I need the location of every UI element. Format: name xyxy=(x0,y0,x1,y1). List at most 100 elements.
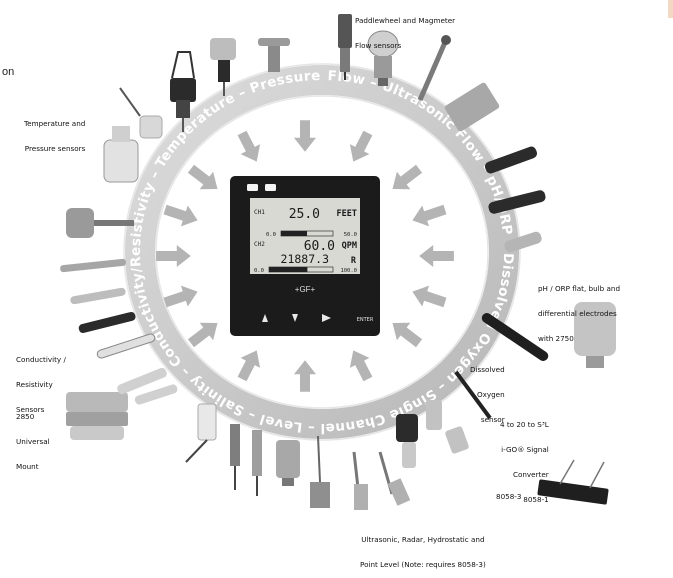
caption-line: Converter xyxy=(512,470,549,480)
caption-line: Pressure sensors xyxy=(24,144,86,154)
caption-line: Conductivity / xyxy=(16,354,66,364)
caption-line: Flow sensors xyxy=(355,41,402,51)
right-key-icon[interactable] xyxy=(322,314,331,322)
inward-arrow xyxy=(156,245,191,267)
caption-line: 8058-3 xyxy=(496,491,522,501)
inward-arrow xyxy=(349,350,373,382)
inward-arrow xyxy=(187,164,218,190)
flow-sensor-icon xyxy=(417,35,451,101)
temperature-sensor-icon xyxy=(119,87,163,139)
caption-line: Dissolved xyxy=(470,364,505,374)
inward-arrow xyxy=(349,130,373,162)
measurement-ring-inner-edge xyxy=(155,95,489,409)
measurement-ring xyxy=(125,65,519,439)
measurement-ring-outer-edge xyxy=(123,63,521,441)
ph-electrode-icon xyxy=(504,231,542,253)
caption-line: 4 to 20 to S³L xyxy=(500,419,549,429)
ch1-unit: FEET xyxy=(337,209,357,219)
ch2-label: CH2 xyxy=(254,241,265,248)
up-key-icon[interactable] xyxy=(262,314,268,322)
inward-arrow xyxy=(163,204,198,227)
converter-8058-3-caption: 8058-3 xyxy=(496,476,521,510)
caption-line: i-GO® Signal xyxy=(501,445,549,455)
inward-arrows xyxy=(156,120,454,392)
inward-arrow xyxy=(237,130,261,162)
flow-sensor-icon xyxy=(210,38,236,96)
ch2-total-unit: R xyxy=(351,256,357,266)
caption-line: 2850 xyxy=(16,411,35,421)
caption-line: with 2750 xyxy=(538,334,574,344)
pressure-sensor-icon xyxy=(103,126,139,183)
brand-logo: +GF+ xyxy=(295,285,316,294)
inward-arrow xyxy=(419,245,454,267)
flow-sensor-icon xyxy=(367,30,399,86)
caption-line: Universal xyxy=(16,437,50,447)
flow-sensors-caption: Paddlewheel and Magmeter Flow sensors xyxy=(355,0,455,59)
bar1-fill xyxy=(281,231,307,236)
level-sensor-icon xyxy=(276,440,300,486)
ch1-value: 25.0 xyxy=(289,207,320,222)
controller-device: CH1 25.0 FEET 0.0 50.0 CH2 60.0 QPM 2188… xyxy=(230,176,380,336)
flow-sensor-icon xyxy=(444,82,500,132)
inward-arrow xyxy=(412,285,447,308)
inward-arrow xyxy=(392,322,423,348)
flow-sensor-icon xyxy=(338,14,352,80)
caption-line: Resistivity xyxy=(16,380,53,390)
ph-orp-caption: pH / ORP flat, bulb and differential ele… xyxy=(538,268,620,352)
clipped-caption-fragment: on xyxy=(2,66,15,78)
level-sensor-icon xyxy=(352,451,411,510)
level-sensor-icon xyxy=(310,435,330,508)
caption-line: Ultrasonic, Radar, Hydrostatic and xyxy=(361,534,485,544)
signal-converter-caption: 4 to 20 to S³L i-GO® Signal Converter 80… xyxy=(500,404,549,513)
enter-key[interactable]: ENTER xyxy=(357,317,374,323)
sensor-compatibility-diagram: Flow – Ultrasonic Flow – pH/ORP – Dissol… xyxy=(60,14,616,510)
mount-icon xyxy=(66,392,128,440)
caption-line: sensor xyxy=(480,415,505,425)
inward-arrow xyxy=(163,285,198,308)
conductivity-sensor-icon xyxy=(78,311,156,359)
inward-arrow xyxy=(187,322,218,348)
conductivity-caption: Conductivity / Resistivity Sensors xyxy=(16,339,66,423)
ph-sensor-housing-icon xyxy=(574,302,616,368)
status-led xyxy=(265,184,276,191)
flow-sensor-icon xyxy=(258,38,290,72)
ch1-label: CH1 xyxy=(254,209,265,216)
bar2-fill xyxy=(269,267,308,272)
dissolved-oxygen-sensor-icon xyxy=(481,312,549,362)
caption-line: Oxygen xyxy=(476,390,505,400)
temperature-sensor-icon xyxy=(66,208,134,238)
inward-arrow xyxy=(294,360,316,392)
ch2-total: 21887.3 xyxy=(281,252,330,266)
level-sensors-caption: Ultrasonic, Radar, Hydrostatic and Point… xyxy=(360,519,486,578)
level-sensor-icon xyxy=(230,424,262,496)
bar1-min: 0.0 xyxy=(266,232,276,238)
bar2-max: 100.0 xyxy=(340,268,357,274)
conductivity-sensor-icon xyxy=(117,367,178,405)
caption-line: Paddlewheel and Magmeter xyxy=(355,15,456,25)
converter-8058-3-icon xyxy=(537,459,609,505)
conductivity-sensor-icon xyxy=(60,258,126,305)
inward-arrow xyxy=(412,204,447,227)
ph-electrode-icon xyxy=(484,146,538,174)
sensor-illustrations xyxy=(60,14,616,510)
caption-line: Mount xyxy=(16,462,39,472)
signal-cable-icon xyxy=(454,370,492,420)
ch2-unit: QPM xyxy=(342,241,357,251)
status-led xyxy=(247,184,258,191)
caption-line: differential electrodes xyxy=(538,309,617,319)
bar1-max: 50.0 xyxy=(344,232,357,238)
level-sensor-icon xyxy=(426,400,469,454)
down-key-icon[interactable] xyxy=(292,314,298,322)
inward-arrow xyxy=(237,350,261,382)
universal-mount-caption: 2850 Universal Mount xyxy=(16,396,50,480)
caption-line: pH / ORP flat, bulb and xyxy=(538,283,621,293)
flow-sensor-icon xyxy=(170,51,196,132)
level-sensor-icon xyxy=(396,414,418,468)
ph-electrode-icon xyxy=(488,190,546,214)
inward-arrow xyxy=(294,120,316,152)
level-sensor-icon xyxy=(185,403,217,463)
caption-line: Sensors xyxy=(16,405,45,415)
caption-line: Point Level (Note: requires 8058-3) xyxy=(360,560,486,570)
dissolved-oxygen-caption: Dissolved Oxygen sensor xyxy=(470,349,505,433)
ch2-value: 60.0 xyxy=(304,239,335,254)
